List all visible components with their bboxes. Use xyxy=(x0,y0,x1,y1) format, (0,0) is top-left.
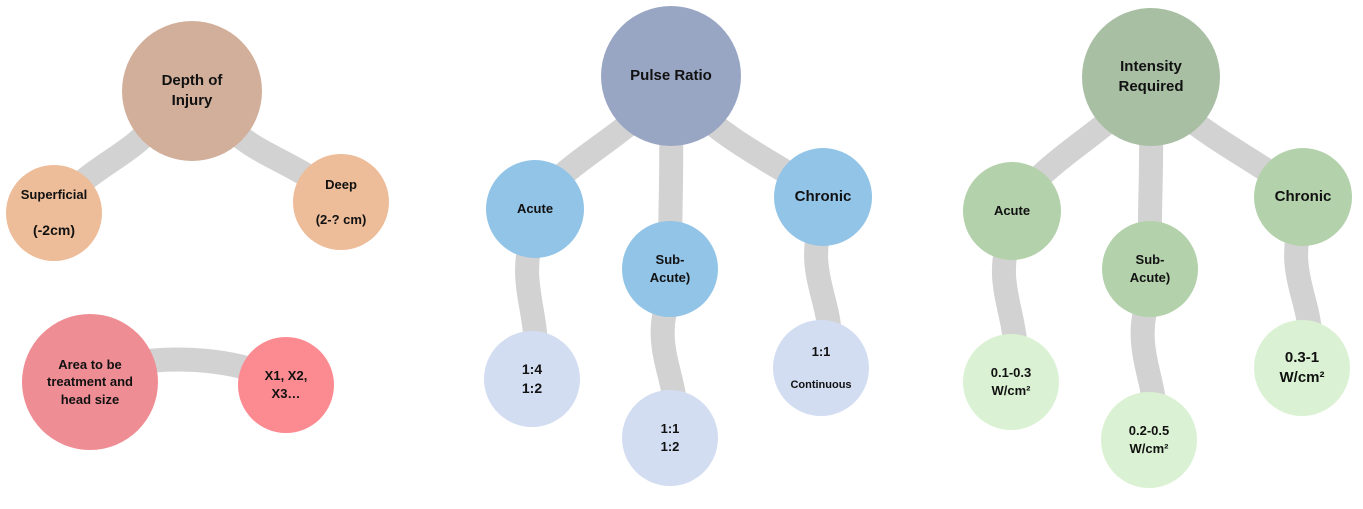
superficial-node: Superficial (-2cm) xyxy=(6,165,102,261)
pulse-chronic-mode-label: Continuous xyxy=(790,379,852,392)
pulse-chronic-ratio-label: 1:1 xyxy=(811,344,831,360)
intensity-acute-label: Acute xyxy=(993,203,1031,219)
depth-of-injury-label: Depth of Injury xyxy=(161,71,223,109)
pulse-ratio-label: Pulse Ratio xyxy=(630,66,712,84)
intensity-subacute-node: Sub- Acute) xyxy=(1102,221,1198,317)
pulse-acute-ratio-label: 1:4 1:2 xyxy=(521,361,543,396)
multiplier-label: X1, X2, X3… xyxy=(264,368,308,401)
deep-range: (2-? cm) xyxy=(315,211,367,227)
pulse-ratio-node: Pulse Ratio xyxy=(601,6,741,146)
pulse-chronic-node: Chronic xyxy=(774,148,872,246)
intensity-acute-value-node: 0.1-0.3 W/cm² xyxy=(963,334,1059,430)
superficial-range: (-2cm) xyxy=(32,222,75,239)
intensity-subacute-value-node: 0.2-0.5 W/cm² xyxy=(1101,392,1197,488)
pulse-chronic-ratio-text: 1:1 Continuous xyxy=(790,325,851,410)
pulse-subacute-label: Sub- Acute) xyxy=(649,252,691,285)
intensity-subacute-value-label: 0.2-0.5 W/cm² xyxy=(1128,423,1170,456)
pulse-chronic-label: Chronic xyxy=(794,187,852,205)
intensity-required-node: Intensity Required xyxy=(1082,8,1220,146)
pulse-acute-node: Acute xyxy=(486,160,584,258)
superficial-text: Superficial (-2cm) xyxy=(21,168,87,257)
deep-node: Deep (2-? cm) xyxy=(293,154,389,250)
pulse-acute-label: Acute xyxy=(516,201,554,217)
area-treatment-label: Area to be treatment and head size xyxy=(47,356,133,407)
superficial-label: Superficial xyxy=(20,187,88,202)
pulse-acute-ratio-node: 1:4 1:2 xyxy=(484,331,580,427)
intensity-subacute-label: Sub- Acute) xyxy=(1129,252,1171,285)
pulse-subacute-node: Sub- Acute) xyxy=(622,221,718,317)
depth-of-injury-node: Depth of Injury xyxy=(122,21,262,161)
multiplier-node: X1, X2, X3… xyxy=(238,337,334,433)
deep-text: Deep (2-? cm) xyxy=(316,158,367,246)
pulse-subacute-ratio-label: 1:1 1:2 xyxy=(660,421,680,454)
pulse-subacute-ratio-node: 1:1 1:2 xyxy=(622,390,718,486)
intensity-chronic-node: Chronic xyxy=(1254,148,1352,246)
intensity-chronic-value-label: 0.3-1 W/cm² xyxy=(1279,348,1325,386)
area-treatment-node: Area to be treatment and head size xyxy=(22,314,158,450)
deep-label: Deep xyxy=(325,176,357,192)
intensity-chronic-label: Chronic xyxy=(1274,187,1332,205)
pulse-chronic-ratio-node: 1:1 Continuous xyxy=(773,320,869,416)
intensity-chronic-value-node: 0.3-1 W/cm² xyxy=(1254,320,1350,416)
intensity-acute-value-label: 0.1-0.3 W/cm² xyxy=(990,365,1032,398)
intensity-acute-node: Acute xyxy=(963,162,1061,260)
intensity-required-label: Intensity Required xyxy=(1118,57,1184,95)
